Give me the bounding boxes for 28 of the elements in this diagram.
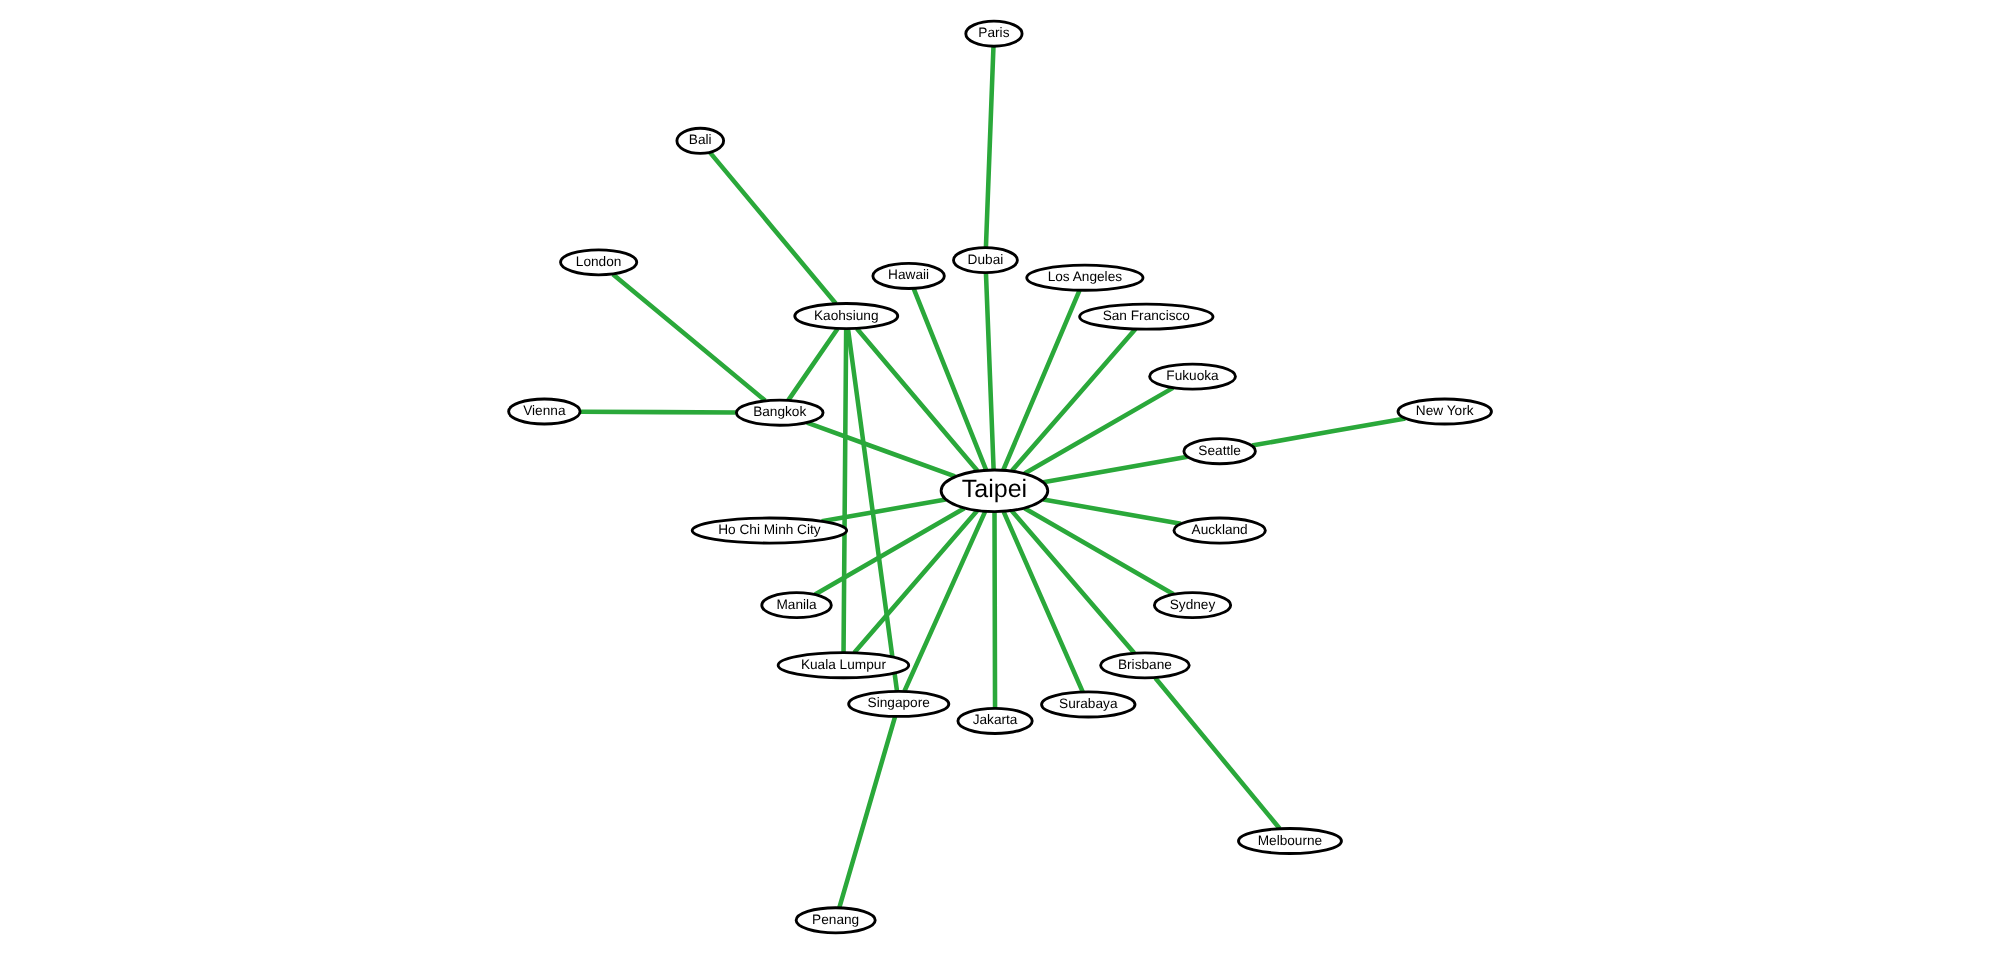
connector — [806, 420, 956, 479]
connector — [821, 497, 946, 524]
connector — [1010, 327, 1138, 473]
connector — [902, 510, 988, 693]
connector — [911, 287, 989, 471]
connector — [855, 327, 980, 473]
connector — [580, 409, 736, 415]
connector — [786, 327, 840, 402]
connector — [708, 150, 838, 305]
connector — [841, 328, 849, 653]
connector — [992, 512, 998, 709]
connector — [983, 272, 996, 470]
node-ellipse: Taipei — [939, 468, 1050, 514]
connector — [1010, 509, 1136, 655]
connector — [1251, 416, 1406, 448]
connector — [1153, 676, 1282, 830]
connector — [1042, 497, 1182, 526]
connector — [837, 715, 898, 909]
connector — [852, 509, 979, 655]
connector — [1001, 289, 1082, 471]
connector — [1023, 385, 1175, 476]
connector — [813, 506, 966, 597]
connector — [983, 46, 996, 248]
connector — [1001, 510, 1085, 693]
connector — [1023, 506, 1175, 597]
connector — [845, 328, 900, 692]
connector — [1042, 454, 1188, 485]
connector — [611, 272, 767, 403]
